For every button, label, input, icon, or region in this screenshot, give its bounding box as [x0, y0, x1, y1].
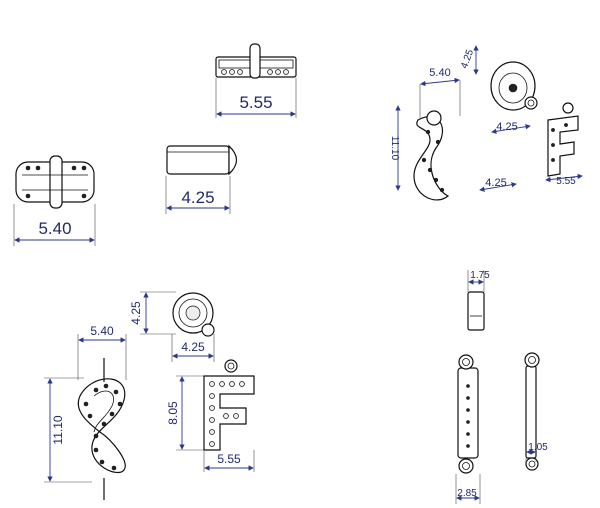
- dim-iso-small: 4.25: [485, 177, 506, 189]
- pin-top-view: 1.75: [467, 270, 490, 331]
- bail-front-view: 2.85: [455, 354, 481, 504]
- dim-ring-height: 4.25: [129, 301, 143, 325]
- dim-left-clasp-width: 5.40: [38, 219, 71, 238]
- bail-side-view: 1.05: [524, 352, 548, 471]
- top-clasp-view: 5.55: [215, 43, 297, 118]
- dim-iso-letter-width: 5.55: [556, 176, 576, 187]
- dim-iso-width-a: 5.40: [429, 67, 450, 79]
- ring-top-view: 4.25 4.25: [129, 291, 215, 362]
- infinity-charm-view: 5.40 11.10: [44, 324, 127, 500]
- dim-infinity-width: 5.40: [90, 324, 114, 338]
- dim-top-bar-width: 5.55: [239, 93, 272, 112]
- dim-infinity-height: 11.10: [51, 415, 65, 444]
- dim-side-clasp-width: 4.25: [181, 188, 214, 207]
- dim-pin-side-width: 1.05: [528, 442, 548, 453]
- dim-ring-width: 4.25: [181, 340, 205, 354]
- isometric-assembly: 5.40 11.10 4.25 4.25 4.25 5.55: [389, 45, 583, 201]
- left-clasp-view: 5.40: [13, 155, 96, 246]
- letter-f-charm-view: 8.05 5.55: [166, 359, 255, 472]
- dim-iso-ring-height: 4.25: [459, 48, 476, 70]
- side-clasp-view: 4.25: [165, 144, 238, 214]
- dim-letter-width: 5.55: [217, 452, 241, 466]
- dim-iso-height: 11.10: [389, 136, 400, 161]
- dim-letter-height: 8.05: [166, 401, 180, 425]
- dim-pin-width: 1.75: [470, 270, 490, 281]
- dim-pin-body-width: 2.85: [457, 488, 477, 499]
- dim-iso-ring-width: 4.25: [496, 121, 517, 133]
